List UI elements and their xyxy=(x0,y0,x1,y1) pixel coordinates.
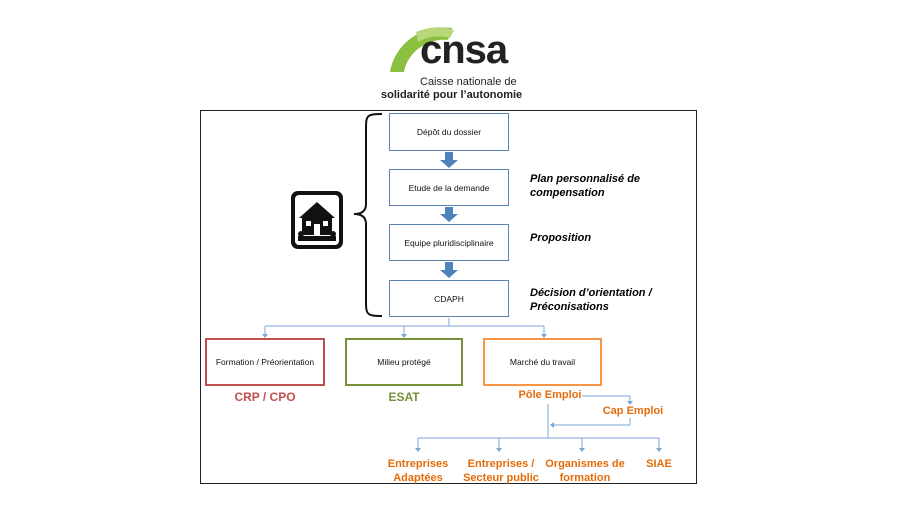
logo-wordmark: cnsa xyxy=(420,28,508,72)
cap-emploi-connectors xyxy=(547,395,631,438)
logo-subtitle-line2: solidarité pour l’autonomie xyxy=(381,89,523,101)
diagram-frame xyxy=(200,110,697,484)
destination-siae: SIAE xyxy=(646,458,672,470)
bracket xyxy=(353,113,383,317)
annotation-plan-compensation: Plan personnalisé de compensation xyxy=(530,173,641,199)
step-etude-demande: Etude de la demande xyxy=(389,169,509,206)
cnsa-logo-mark xyxy=(390,27,454,72)
down-arrow-2 xyxy=(440,207,458,222)
outcome-pole-emploi: Pôle Emploi xyxy=(518,389,582,401)
orientation-formation: Formation / Préorientation xyxy=(205,338,325,386)
step-cdaph: CDAPH xyxy=(389,280,509,317)
orientation-connectors xyxy=(264,318,545,336)
destination-organismes-formation: Organismes de formation xyxy=(545,458,625,484)
destination-entreprises-adaptees: Entreprises Adaptées xyxy=(387,458,449,484)
step-depot-dossier: Dépôt du dossier xyxy=(389,113,509,151)
destination-entreprises-secteur-public: Entreprises / Secteur public xyxy=(463,458,539,484)
annotation-decision: Décision d’orientation / Préconisations xyxy=(530,287,652,313)
logo-subtitle-line1: Caisse nationale de xyxy=(420,76,517,88)
outcome-crp-cpo: CRP / CPO xyxy=(234,390,296,404)
outcome-esat: ESAT xyxy=(388,390,420,404)
orientation-milieu-protege: Milieu protégé xyxy=(345,338,463,386)
orientation-marche-travail: Marché du travail xyxy=(483,338,602,386)
cap-emploi-label: Cap Emploi xyxy=(602,405,664,417)
annotation-proposition: Proposition xyxy=(530,232,592,244)
house-icon xyxy=(291,191,343,249)
process-arrows xyxy=(440,152,458,278)
down-arrow-3 xyxy=(440,262,458,278)
destination-connectors xyxy=(417,437,660,450)
down-arrow-1 xyxy=(440,152,458,168)
step-equipe-pluridisciplinaire: Equipe pluridisciplinaire xyxy=(389,224,509,261)
